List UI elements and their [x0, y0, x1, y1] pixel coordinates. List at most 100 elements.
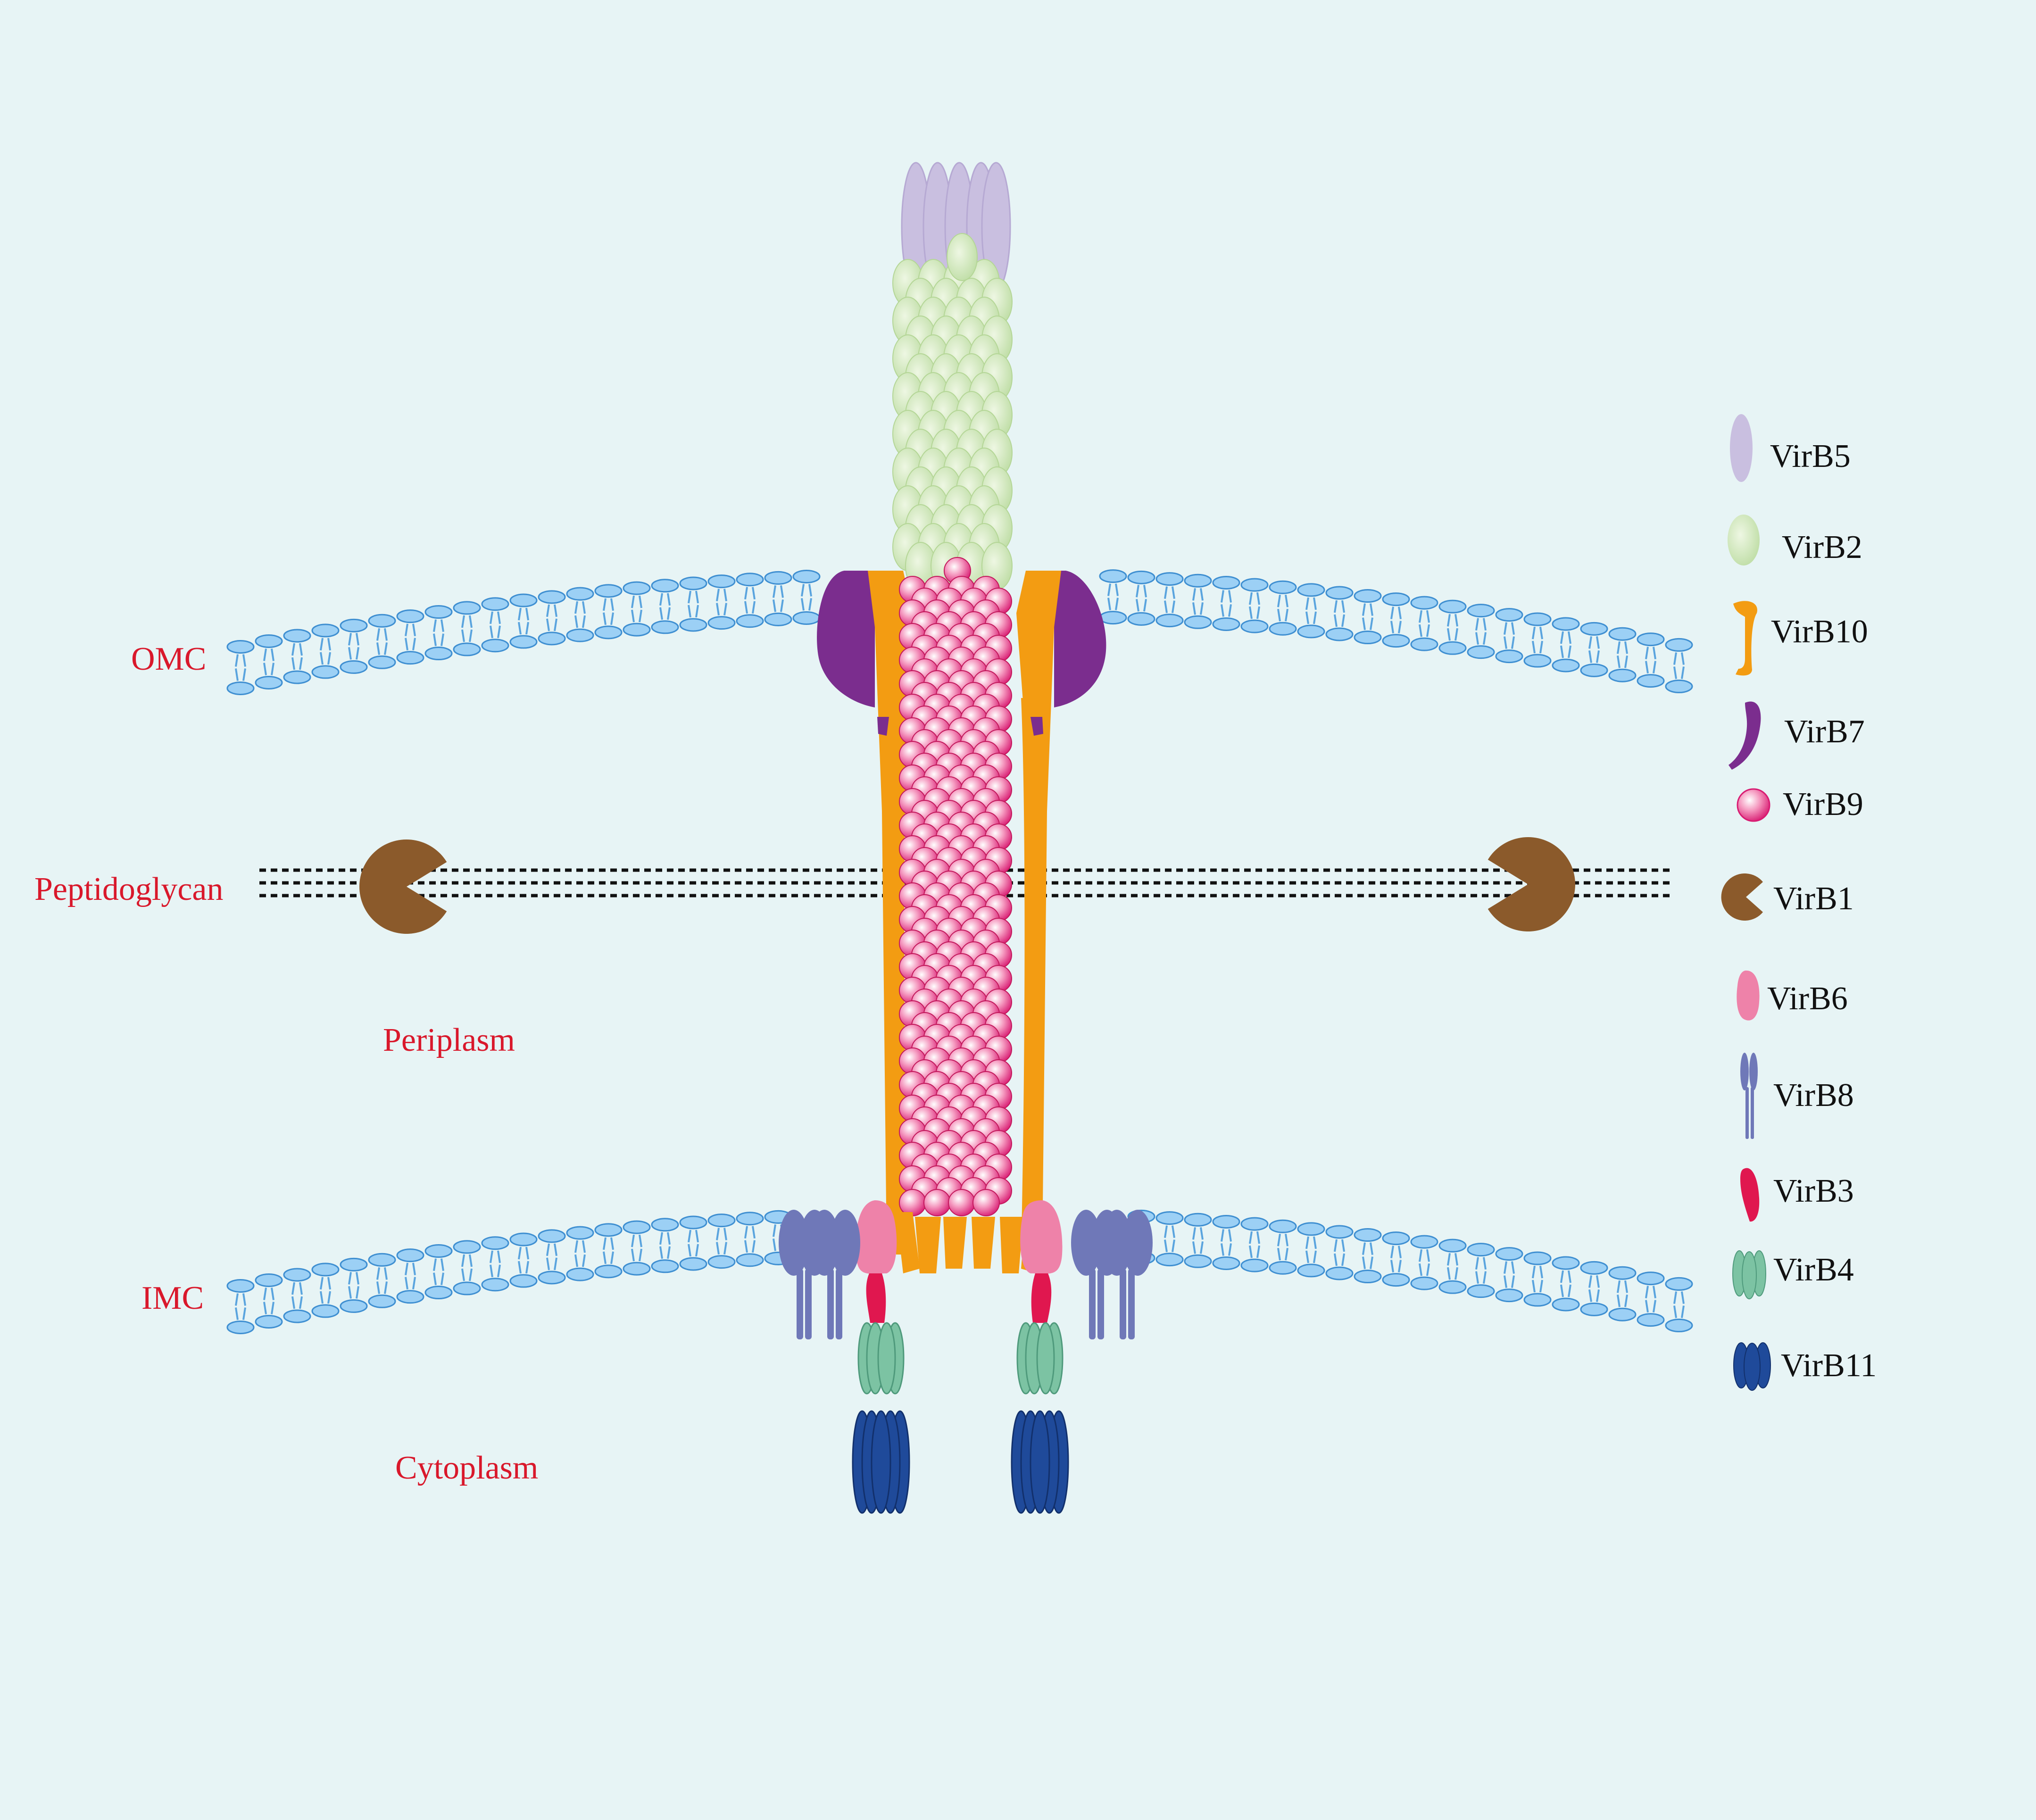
lipid-tail [752, 601, 756, 614]
lipid-tail [291, 643, 295, 656]
lipid-head [679, 618, 707, 632]
lipid-tail [723, 1242, 727, 1255]
lipid-head [1184, 573, 1212, 588]
lipid-tail [1588, 1289, 1592, 1302]
lipid-tail [582, 1254, 586, 1267]
lipid-tail [1249, 1245, 1253, 1258]
lipid-tail [461, 1268, 465, 1281]
lipid-tail [1228, 1229, 1232, 1242]
lipid-tail [1362, 603, 1366, 616]
lipid-head [1410, 1235, 1438, 1249]
lipid-tail [610, 598, 614, 611]
lipid-tail [1136, 585, 1139, 598]
lipid-head [1155, 1211, 1184, 1225]
lipid-head [594, 1223, 623, 1237]
label-imc: IMC [141, 1280, 204, 1316]
lipid-tail [801, 584, 805, 597]
lipid-tail [1568, 1270, 1571, 1283]
omc-bilayer-right [1099, 569, 1693, 693]
lipid-tail [716, 1242, 720, 1255]
lipid-tail [723, 1228, 727, 1240]
lipid-tail [1673, 1305, 1677, 1318]
lipid-tail [1172, 586, 1175, 599]
lipid-head [707, 574, 736, 589]
lipid-tail [440, 1258, 444, 1271]
lipid-tail [1511, 622, 1515, 635]
lipid-head [424, 1244, 453, 1258]
lipid-tail [1653, 1300, 1656, 1313]
lipid-head [311, 665, 340, 679]
lipid-head [1212, 1214, 1240, 1229]
lipid-tail [1390, 621, 1394, 633]
lipid-tail [327, 1277, 331, 1290]
virb11-group [852, 1410, 1069, 1514]
lipid-tail [320, 1291, 324, 1304]
lipid-tail [1617, 655, 1620, 668]
lipid-head [368, 614, 396, 628]
virb10-feet [896, 1212, 1042, 1273]
virb9-core [899, 557, 1012, 1216]
lipid-tail [574, 1254, 578, 1267]
lipid-head [424, 1286, 453, 1300]
virb8-stem [805, 1269, 812, 1339]
lipid-tail [1370, 603, 1373, 616]
lipid-tail [263, 1288, 267, 1300]
lipid-tail [320, 652, 324, 665]
lipid-head [1665, 638, 1693, 652]
lipid-tail [546, 604, 550, 617]
lipid-tail [1419, 1263, 1422, 1276]
lipid-tail [1532, 1265, 1536, 1279]
lipid-tail [1172, 1225, 1175, 1238]
lipid-tail [603, 612, 607, 625]
lipid-tail [490, 625, 493, 639]
lipid-head [1212, 1256, 1240, 1270]
lipid-tail [1653, 1286, 1656, 1298]
lipid-tail [1539, 640, 1543, 654]
lipid-tail [235, 1307, 239, 1320]
lipid-tail [412, 1277, 416, 1289]
virb3-icon [1740, 1168, 1760, 1222]
virb11-icon [1733, 1342, 1771, 1391]
lipid-tail [518, 1247, 522, 1260]
lipid-tail [1568, 645, 1571, 658]
lipid-head [509, 593, 538, 607]
lipid-tail [299, 1296, 303, 1309]
imc-bilayer-right [1127, 1209, 1693, 1332]
virb8-subunit [1102, 1210, 1153, 1339]
lipid-tail [1136, 599, 1139, 612]
lipid-head [1665, 679, 1693, 693]
lipid-tail [1341, 1239, 1345, 1252]
lipid-head [707, 1255, 736, 1269]
lipid-head [566, 587, 594, 601]
lipid-head [481, 1278, 509, 1292]
lipid-tail [1624, 655, 1628, 668]
lipid-tail [603, 598, 607, 611]
lipid-head [396, 1248, 424, 1263]
lipid-head [424, 647, 453, 661]
lipid-tail [320, 1277, 324, 1290]
lipid-head [1325, 586, 1354, 600]
lipid-tail [518, 622, 522, 635]
lipid-head [1155, 614, 1184, 628]
lipid-tail [554, 1243, 557, 1256]
lipid-tail [1200, 1241, 1204, 1254]
lipid-tail [1192, 1227, 1196, 1240]
lipid-head [1155, 572, 1184, 586]
lipid-tail [1249, 1231, 1253, 1244]
lipid-head [481, 639, 509, 653]
lipid-tail [1341, 614, 1345, 627]
lipid-head [538, 1229, 566, 1243]
lipid-tail [1645, 1300, 1649, 1313]
lipid-tail [1419, 610, 1422, 623]
lipid-tail [1532, 640, 1536, 654]
legend-item-virb3: VirB3 [1740, 1168, 1854, 1222]
lipid-head [311, 623, 340, 638]
lipid-head [1297, 1222, 1325, 1236]
legend-label: VirB1 [1773, 881, 1854, 917]
lipid-tail [554, 1257, 557, 1271]
lipid-tail [348, 633, 352, 646]
lipid-tail [546, 1243, 550, 1256]
lipid-tail [1334, 1253, 1338, 1266]
legend-label: VirB8 [1773, 1077, 1854, 1114]
